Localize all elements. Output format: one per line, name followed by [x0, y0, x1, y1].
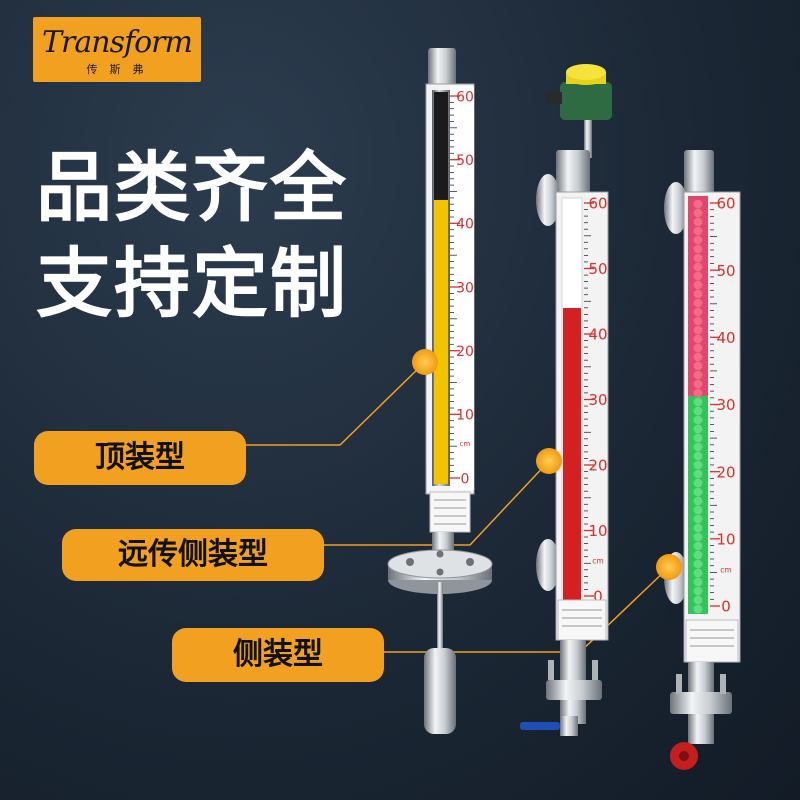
indicator-bead: [693, 478, 703, 488]
top-mounted-label: 顶装型: [34, 431, 246, 485]
scale-number-10: 10: [456, 408, 474, 424]
indicator-bead: [693, 361, 703, 371]
indicator-bead: [693, 307, 703, 317]
logo-brand-text: Transform: [42, 25, 193, 60]
indicator-bead: [693, 397, 703, 407]
scale-number-30: 30: [716, 396, 735, 414]
indicator-bead: [693, 208, 703, 218]
indicator-bead: [693, 370, 703, 380]
indicator-bead: [693, 388, 703, 398]
logo-chinese-text: 传斯弗: [86, 63, 156, 76]
marker-dot-remote: [536, 448, 562, 474]
indicator-bead: [693, 379, 703, 389]
scale-unit: cm: [592, 556, 603, 565]
brand-logo: Transform 传斯弗: [33, 17, 201, 82]
indicator-bead: [693, 406, 703, 416]
scale-number-0: 0: [721, 598, 731, 616]
gauge-top-mounted: 60 50 40 30 20 10 0 cm: [387, 48, 493, 734]
indicator-bead: [693, 253, 703, 263]
indicator-bead: [693, 487, 703, 497]
marker-dot-side: [656, 554, 682, 580]
scale-number-40: 40: [456, 217, 474, 233]
indicator-bead: [693, 469, 703, 479]
connector-line-top: [246, 361, 426, 446]
indicator-bead: [693, 532, 703, 542]
indicator-bead: [693, 235, 703, 245]
headline-line-1: 品类齐全: [36, 143, 348, 232]
indicator-bead: [693, 424, 703, 434]
scale-number-0: 0: [461, 471, 470, 487]
indicator-bead: [693, 244, 703, 254]
scale-number-40: 40: [588, 326, 607, 344]
headline-line-2: 支持定制: [36, 239, 348, 328]
indicator-bead: [693, 316, 703, 326]
indicator-bead: [693, 271, 703, 281]
indicator-bead: [693, 226, 703, 236]
indicator-bead: [693, 604, 703, 614]
scale-number-30: 30: [456, 280, 474, 296]
indicator-bead: [693, 586, 703, 596]
indicator-bead: [693, 199, 703, 209]
indicator-bead: [693, 442, 703, 452]
indicator-bead: [693, 415, 703, 425]
scale-number-20: 20: [456, 344, 474, 360]
indicator-bead: [693, 568, 703, 578]
indicator-bead: [693, 217, 703, 227]
scale-number-50: 50: [588, 260, 607, 278]
scale-unit: cm: [720, 565, 731, 574]
indicator-bead: [693, 505, 703, 515]
indicator-bead: [693, 559, 703, 569]
side-mounted-label: 侧装型: [172, 628, 384, 682]
scale-number-60: 60: [716, 195, 735, 213]
scale-unit: cm: [460, 440, 471, 448]
scale-number-50: 50: [456, 153, 474, 169]
scale-number-40: 40: [716, 329, 735, 347]
gauge-remote-side-mounted: 60 50 40 30 20 10 0 cm: [520, 64, 612, 736]
indicator-bead: [693, 523, 703, 533]
indicator-bead: [693, 262, 703, 272]
indicator-bead: [693, 325, 703, 335]
indicator-bead: [693, 343, 703, 353]
indicator-bead: [693, 451, 703, 461]
remote-side-mounted-label: 远传侧装型: [62, 529, 324, 581]
connector-line-remote: [324, 461, 549, 546]
scale-number-50: 50: [716, 262, 735, 280]
scale-number-30: 30: [588, 391, 607, 409]
indicator-bead: [693, 298, 703, 308]
indicator-bead: [693, 352, 703, 362]
scale-number-60: 60: [456, 89, 474, 105]
indicator-bead: [693, 541, 703, 551]
indicator-bead: [693, 334, 703, 344]
indicator-bead: [693, 280, 703, 290]
marker-dot-top: [412, 349, 438, 375]
indicator-bead: [693, 550, 703, 560]
indicator-bead: [693, 289, 703, 299]
indicator-bead: [693, 514, 703, 524]
scale-number-0: 0: [593, 588, 603, 606]
indicator-bead: [693, 577, 703, 587]
indicator-bead: [693, 433, 703, 443]
indicator-bead: [693, 595, 703, 605]
scale-number-60: 60: [588, 195, 607, 213]
scale-number-10: 10: [716, 531, 735, 549]
scale-number-20: 20: [716, 463, 735, 481]
scale-number-10: 10: [588, 522, 607, 540]
indicator-bead: [693, 496, 703, 506]
scale-number-20: 20: [588, 457, 607, 475]
gauge-side-mounted: 60 50 40 30 20 10 0 cm: [664, 150, 741, 770]
indicator-bead: [693, 460, 703, 470]
